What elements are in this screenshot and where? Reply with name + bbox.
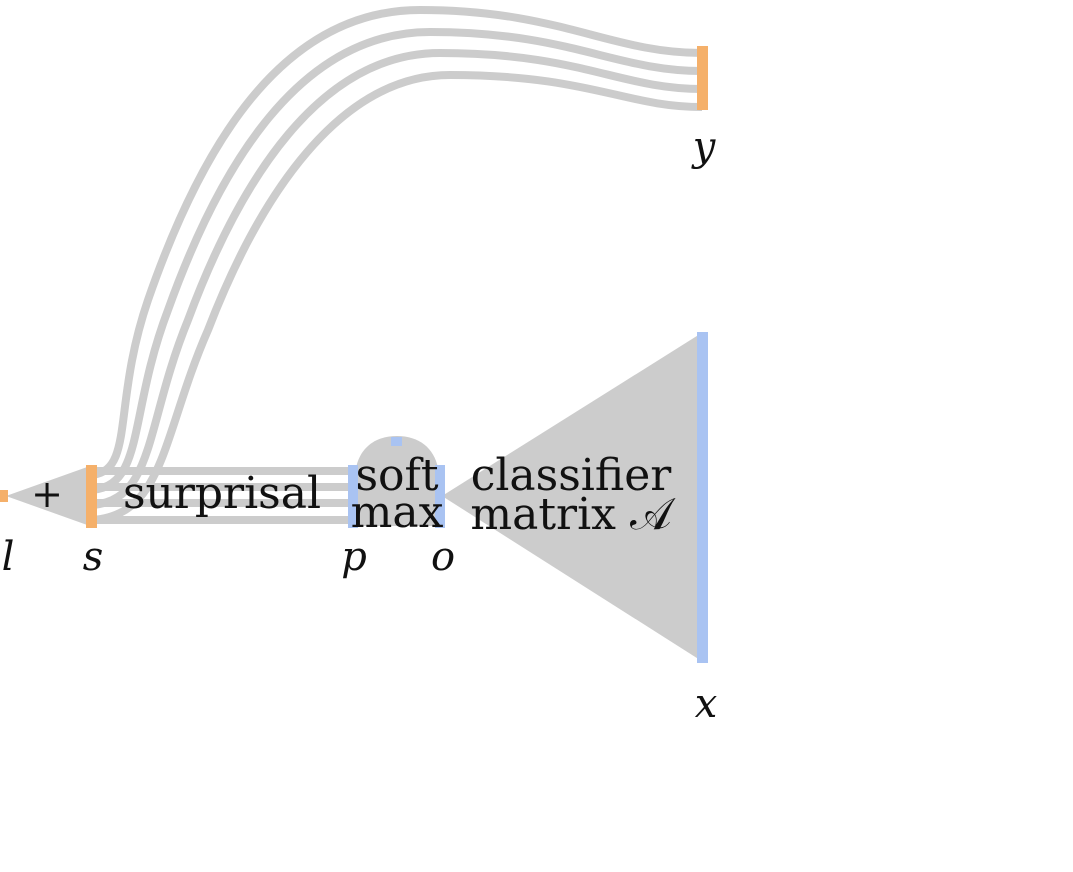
var-y-label: y	[691, 124, 717, 170]
y-marker	[697, 46, 708, 110]
p-marker	[348, 465, 358, 528]
wires-s-to-p	[92, 467, 352, 524]
classifier-label-line1: classifier	[471, 450, 673, 501]
wire-s-y-3	[91, 48, 703, 509]
wire-s-y-2	[91, 27, 703, 494]
wire-s-y-4	[91, 70, 703, 524]
softmax-label-line1: soft	[355, 450, 438, 501]
softmax-top-marker	[391, 437, 402, 446]
softmax-label-line2: max	[351, 487, 444, 538]
var-x-label: x	[695, 681, 718, 727]
sum-label: +	[31, 472, 63, 516]
var-o-label: o	[431, 534, 455, 580]
classifier-block	[442, 334, 700, 660]
s-marker	[86, 465, 97, 528]
var-s-label: s	[83, 534, 104, 580]
x-marker	[697, 332, 708, 663]
surprisal-label: surprisal	[123, 468, 321, 519]
sum-block	[6, 466, 90, 526]
var-l-label: l	[2, 534, 15, 580]
l-marker	[0, 490, 8, 502]
var-p-label: p	[341, 534, 367, 580]
softmax-block	[356, 436, 438, 526]
o-marker	[435, 465, 445, 528]
wire-s-y-1	[91, 5, 703, 479]
wires-s-to-y	[91, 5, 703, 524]
classifier-label-line2: matrix 𝒜	[470, 489, 676, 540]
